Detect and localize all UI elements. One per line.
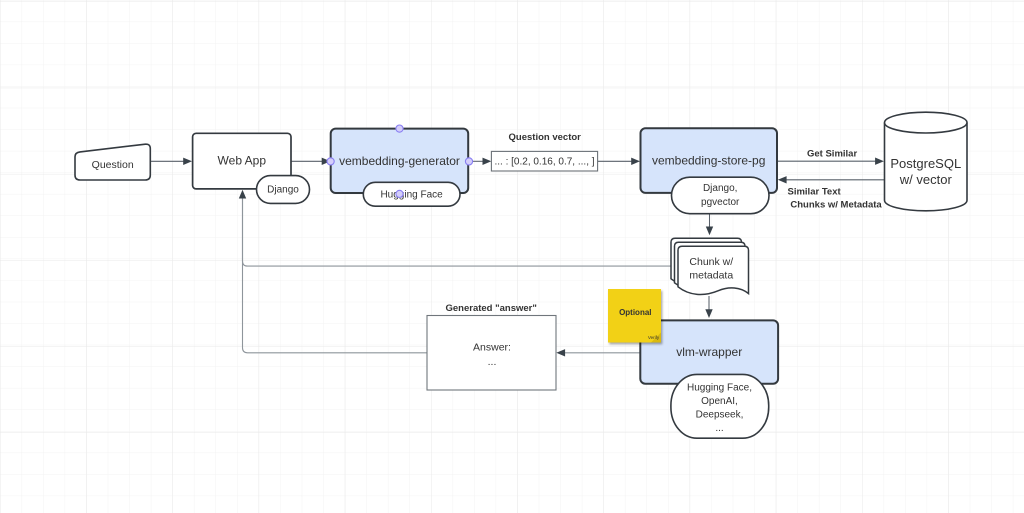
svg-text:Chunk w/: Chunk w/	[689, 256, 733, 268]
svg-text:Generated "answer": Generated "answer"	[446, 303, 537, 314]
svg-text:Chunks w/ Metadata: Chunks w/ Metadata	[790, 200, 882, 211]
svg-text:...: ...	[488, 356, 497, 368]
svg-text:vembedding-generator: vembedding-generator	[339, 154, 460, 168]
svg-text:vlm-wrapper: vlm-wrapper	[676, 345, 742, 359]
svg-text:Deepseek,: Deepseek,	[696, 410, 744, 421]
svg-text:Web App: Web App	[218, 154, 267, 168]
svg-text:Get Similar: Get Similar	[807, 148, 857, 159]
svg-text:w/ vector: w/ vector	[899, 172, 953, 187]
svg-text:OpenAI,: OpenAI,	[701, 396, 738, 407]
svg-text:... : [0.2, 0.16, 0.7, ..., ]: ... : [0.2, 0.16, 0.7, ..., ]	[494, 156, 594, 167]
svg-text:...: ...	[715, 423, 723, 434]
svg-text:Django: Django	[267, 185, 299, 196]
svg-text:Answer:: Answer:	[473, 341, 511, 353]
svg-text:Django,: Django,	[703, 183, 737, 194]
svg-text:Hugging Face: Hugging Face	[380, 189, 443, 200]
svg-text:PostgreSQL: PostgreSQL	[890, 156, 961, 171]
svg-text:pgvector: pgvector	[701, 197, 740, 208]
svg-text:Question: Question	[92, 159, 134, 171]
svg-text:Question vector: Question vector	[509, 132, 582, 143]
svg-text:Optional: Optional	[619, 308, 651, 317]
svg-text:Similar Text: Similar Text	[788, 187, 842, 198]
svg-text:Verify: Verify	[648, 335, 660, 340]
svg-text:vembedding-store-pg: vembedding-store-pg	[652, 154, 765, 168]
svg-text:metadata: metadata	[689, 269, 733, 281]
svg-text:Hugging Face,: Hugging Face,	[687, 383, 752, 394]
